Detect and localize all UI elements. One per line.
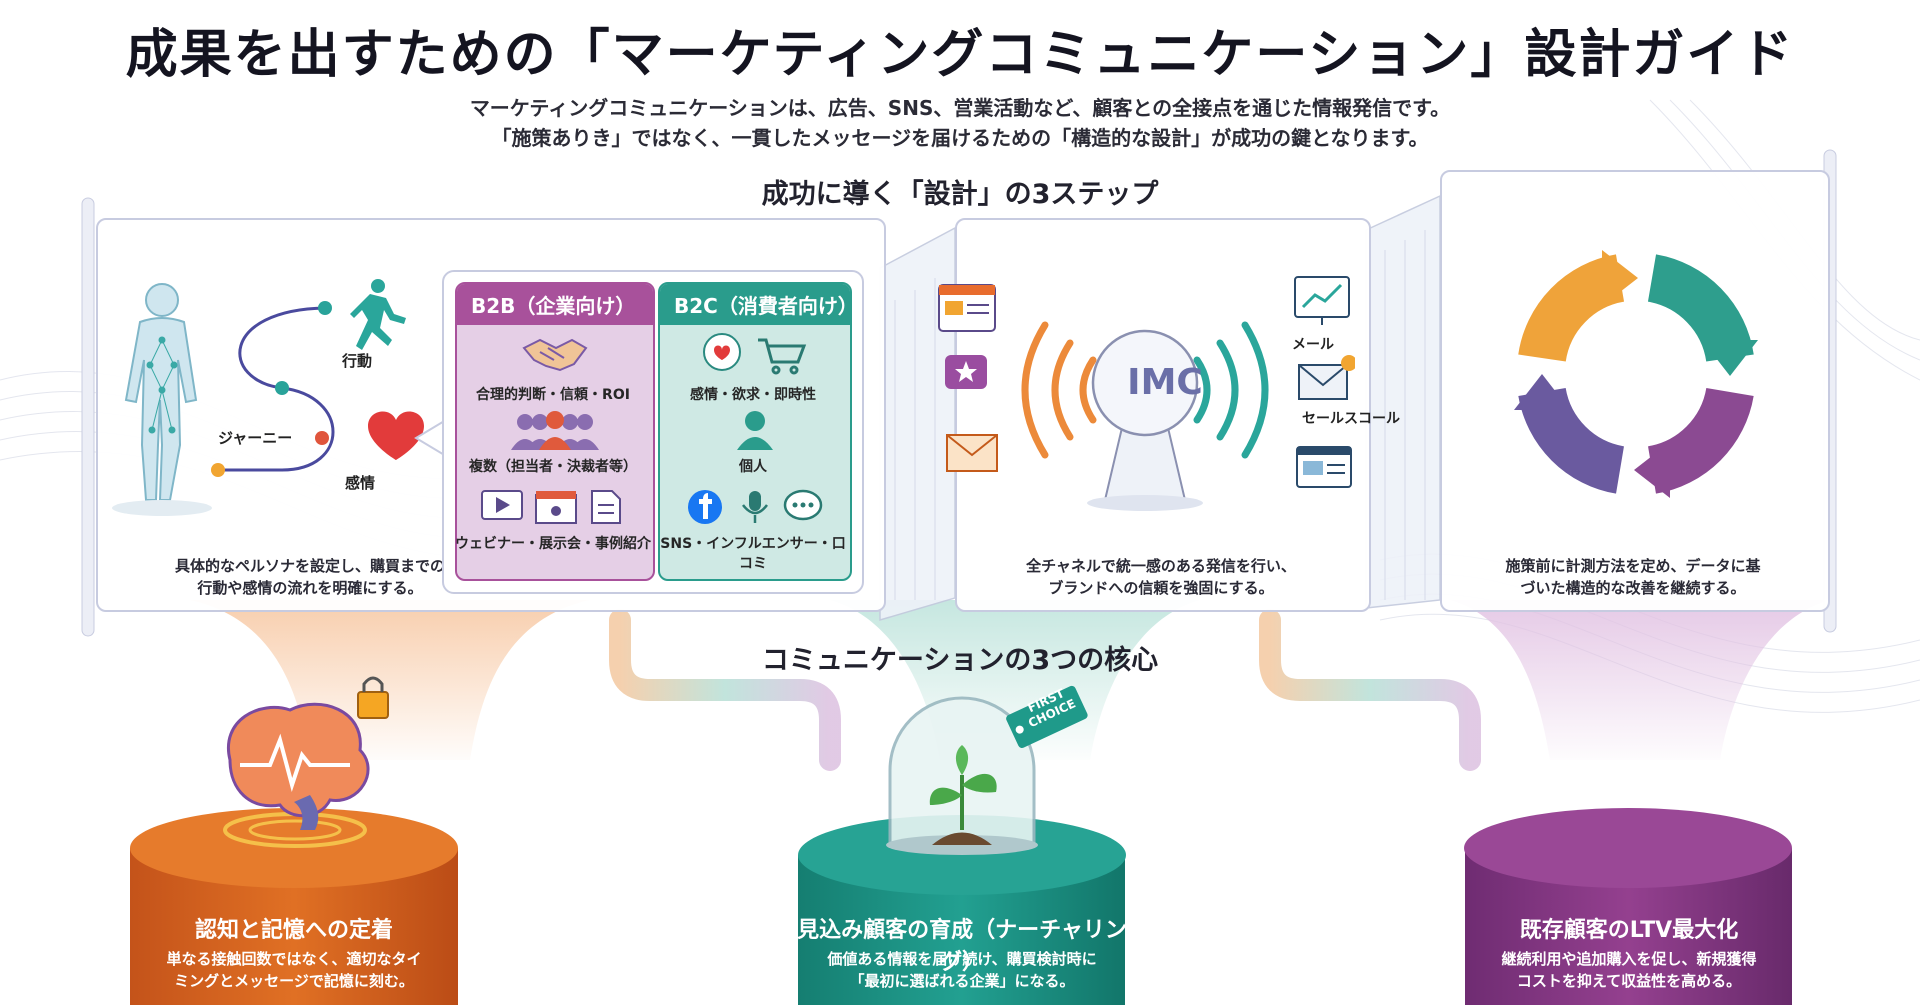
pillar-cylinder-orange — [130, 808, 458, 1005]
imc-caption-1: 全チャネルで統一感のある発信を行い、 — [1026, 557, 1296, 575]
speech-bubble-icon — [783, 489, 823, 521]
pillar-cylinder-purple — [1464, 808, 1792, 1005]
journey-emotion-label: 感情 — [345, 474, 376, 492]
improvement-cycle-icon — [1514, 250, 1758, 498]
b2c-emotion-icons — [703, 333, 807, 375]
email-icon — [1298, 355, 1355, 400]
star-chat-icon — [945, 355, 987, 389]
b2b-header: B2B（企業向け） — [457, 284, 653, 325]
pillar-2-desc-2: 「最初に選ばれる企業」になる。 — [849, 972, 1075, 990]
person-icon — [737, 411, 773, 450]
monitor-chart-icon — [1294, 276, 1350, 325]
heart-icon — [368, 411, 424, 460]
b2c-channel-icons — [688, 489, 823, 524]
measurement-caption-2: づいた構造的な改善を継続する。 — [1520, 579, 1746, 597]
measurement-panel — [1440, 170, 1830, 612]
b2b-item-3: ウェビナー・展示会・事例紹介 — [455, 536, 651, 552]
journey-action-label: 行動 — [342, 352, 373, 370]
pillar-2-title: 見込み顧客の育成（ナーチャリング） — [797, 918, 1127, 975]
b2b-column: B2B（企業向け） — [455, 282, 655, 581]
imc-illustration — [938, 276, 1355, 511]
facebook-icon — [688, 490, 722, 524]
steps-heading: 成功に導く「設計」の3ステップ — [761, 179, 1159, 210]
pillar-1-desc-2: ミングとメッセージで記憶に刻む。 — [174, 972, 414, 990]
pillar-3-desc-1: 継続利用や追加購入を促し、新規獲得 — [1501, 950, 1757, 968]
b2c-item-1: 感情・欲求・即時性 — [690, 387, 816, 403]
page-subtitle-1: マーケティングコミュニケーションは、広告、SNS、営業活動など、顧客との全接点を… — [469, 96, 1451, 120]
imc-tower-icon — [1087, 329, 1203, 511]
measurement-caption-1: 施策前に計測方法を定め、データに基 — [1505, 557, 1761, 575]
b2b-item-1: 合理的判断・信頼・ROI — [476, 387, 630, 403]
page-title: 成果を出すための「マーケティングコミュニケーション」設計ガイド — [125, 25, 1795, 85]
chat-heart-icon — [703, 333, 741, 371]
web-page-icon — [938, 284, 996, 332]
b2c-item-3: SNS・インフルエンサー・口コミ — [660, 536, 846, 572]
brain-icon — [223, 676, 389, 848]
imc-sales-label: セールスコール — [1302, 411, 1400, 427]
b2c-column: B2C（消費者向け） — [658, 282, 858, 581]
pillar-2-desc-1: 価値ある情報を届け続け、購買検討時に — [827, 950, 1097, 968]
pillar-3-title: 既存顧客のLTV最大化 — [1519, 918, 1739, 943]
b2c-header: B2C（消費者向け） — [660, 284, 858, 325]
imc-center-label: IMC — [1127, 362, 1203, 403]
pillar-1-title: 認知と記憶への定着 — [194, 918, 393, 943]
lock-icon — [357, 676, 389, 719]
imc-mail-label: メール — [1292, 337, 1334, 353]
b2b-channel-icons — [481, 490, 621, 524]
shopping-cart-icon — [758, 338, 807, 375]
webinar-icon — [481, 490, 523, 520]
microphone-icon — [742, 491, 768, 523]
handshake-icon — [522, 338, 588, 372]
journey-illustration — [112, 279, 424, 516]
journey-caption-2: 行動や感情の流れを明確にする。 — [197, 579, 423, 597]
pillar-3-desc-2: コストを抑えて収益性を高める。 — [1516, 972, 1742, 990]
core-heading: コミュニケーションの3つの核心 — [761, 645, 1159, 676]
first-choice-tag-icon — [1006, 685, 1088, 748]
b2b-item-2: 複数（担当者・決裁者等） — [469, 459, 637, 475]
dashboard-icon — [1296, 446, 1352, 488]
page-subtitle-2: 「施策ありき」ではなく、一貫したメッセージを届けるための「構造的な設計」が成功の… — [491, 126, 1429, 150]
journey-label: ジャーニー — [218, 429, 293, 447]
plant-dome-icon — [886, 685, 1088, 855]
envelope-icon — [946, 434, 998, 472]
booth-icon — [535, 491, 577, 524]
document-icon — [591, 490, 621, 524]
journey-caption-1: 具体的なペルソナを設定し、購買までの — [174, 557, 445, 575]
b2c-item-2: 個人 — [739, 459, 767, 475]
persona-figure-icon — [124, 283, 198, 501]
people-group-icon — [511, 411, 599, 450]
imc-caption-2: ブランドへの信頼を強固にする。 — [1048, 579, 1274, 597]
pillar-1-desc-1: 単なる接触回数ではなく、適切なタイ — [166, 950, 422, 968]
running-person-icon — [350, 279, 406, 350]
